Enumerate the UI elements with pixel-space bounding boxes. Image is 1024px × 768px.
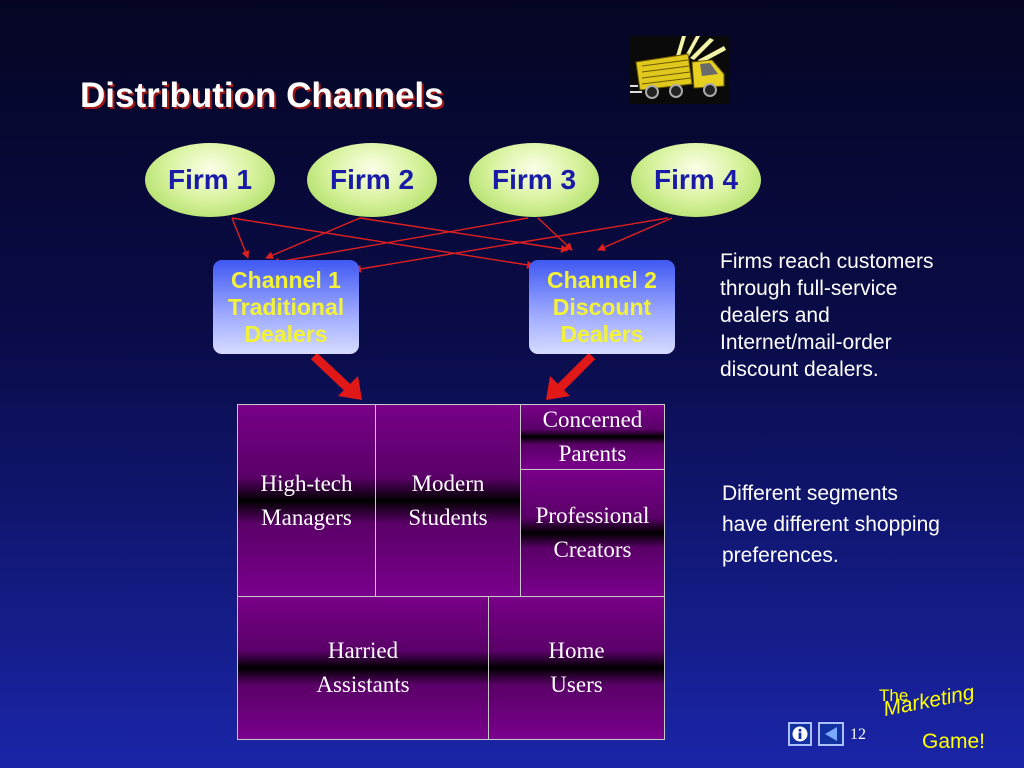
channel-1-line3: Dealers [244,320,328,347]
back-button[interactable] [818,722,844,746]
channel-2-line3: Dealers [560,320,644,347]
arrow-channel2-segments [556,352,596,392]
channel-1-line1: Channel 1 [231,266,341,293]
arrow-firm2-channel1 [265,217,361,259]
arrowhead-channel1-segments [338,376,362,400]
segment-home-users: Home Users [488,596,665,740]
arrow-firm3-channel2 [537,217,573,251]
channel-2-line2: Discount [552,293,652,320]
segment-professional-creators: Professional Creators [520,469,665,597]
segment-concerned-parents: Concerned Parents [520,404,665,470]
firm-3-ellipse: Firm 3 [469,143,599,217]
arrow-firm1-channel1 [231,217,250,259]
truck-icon [630,36,730,104]
firm-1-ellipse: Firm 1 [145,143,275,217]
arrowhead-channel2-segments [546,376,570,400]
logo-game: Game! [922,730,986,753]
info-button[interactable] [788,722,812,746]
page-number: 12 [850,726,866,743]
channel-2-line1: Channel 2 [547,266,657,293]
arrow-firm1-channel2 [231,217,535,269]
arrow-firm2-channel2 [359,217,569,253]
channel-2-box: Channel 2 Discount Dealers [529,260,675,354]
segment-high-tech-managers: High-tech Managers [237,404,376,597]
segments-note: Different segments have different shoppi… [722,482,940,567]
arrow-firm4-channel2 [597,217,673,251]
arrow-channel1-segments [310,352,352,392]
firm-4-ellipse: Firm 4 [631,143,761,217]
channel-1-box: Channel 1 Traditional Dealers [213,260,359,354]
arrow-firm3-channel1 [271,217,529,266]
logo-the: The [879,686,909,705]
firm-2-ellipse: Firm 2 [307,143,437,217]
segment-harried-assistants: Harried Assistants [237,596,489,740]
slide-title: Distribution Channels [80,76,444,115]
back-arrow-icon [825,727,837,741]
channel-1-line2: Traditional [227,293,345,320]
segment-modern-students: Modern Students [375,404,521,597]
info-icon [792,726,808,742]
reach-note: Firms reach customers through full-servi… [720,250,934,381]
